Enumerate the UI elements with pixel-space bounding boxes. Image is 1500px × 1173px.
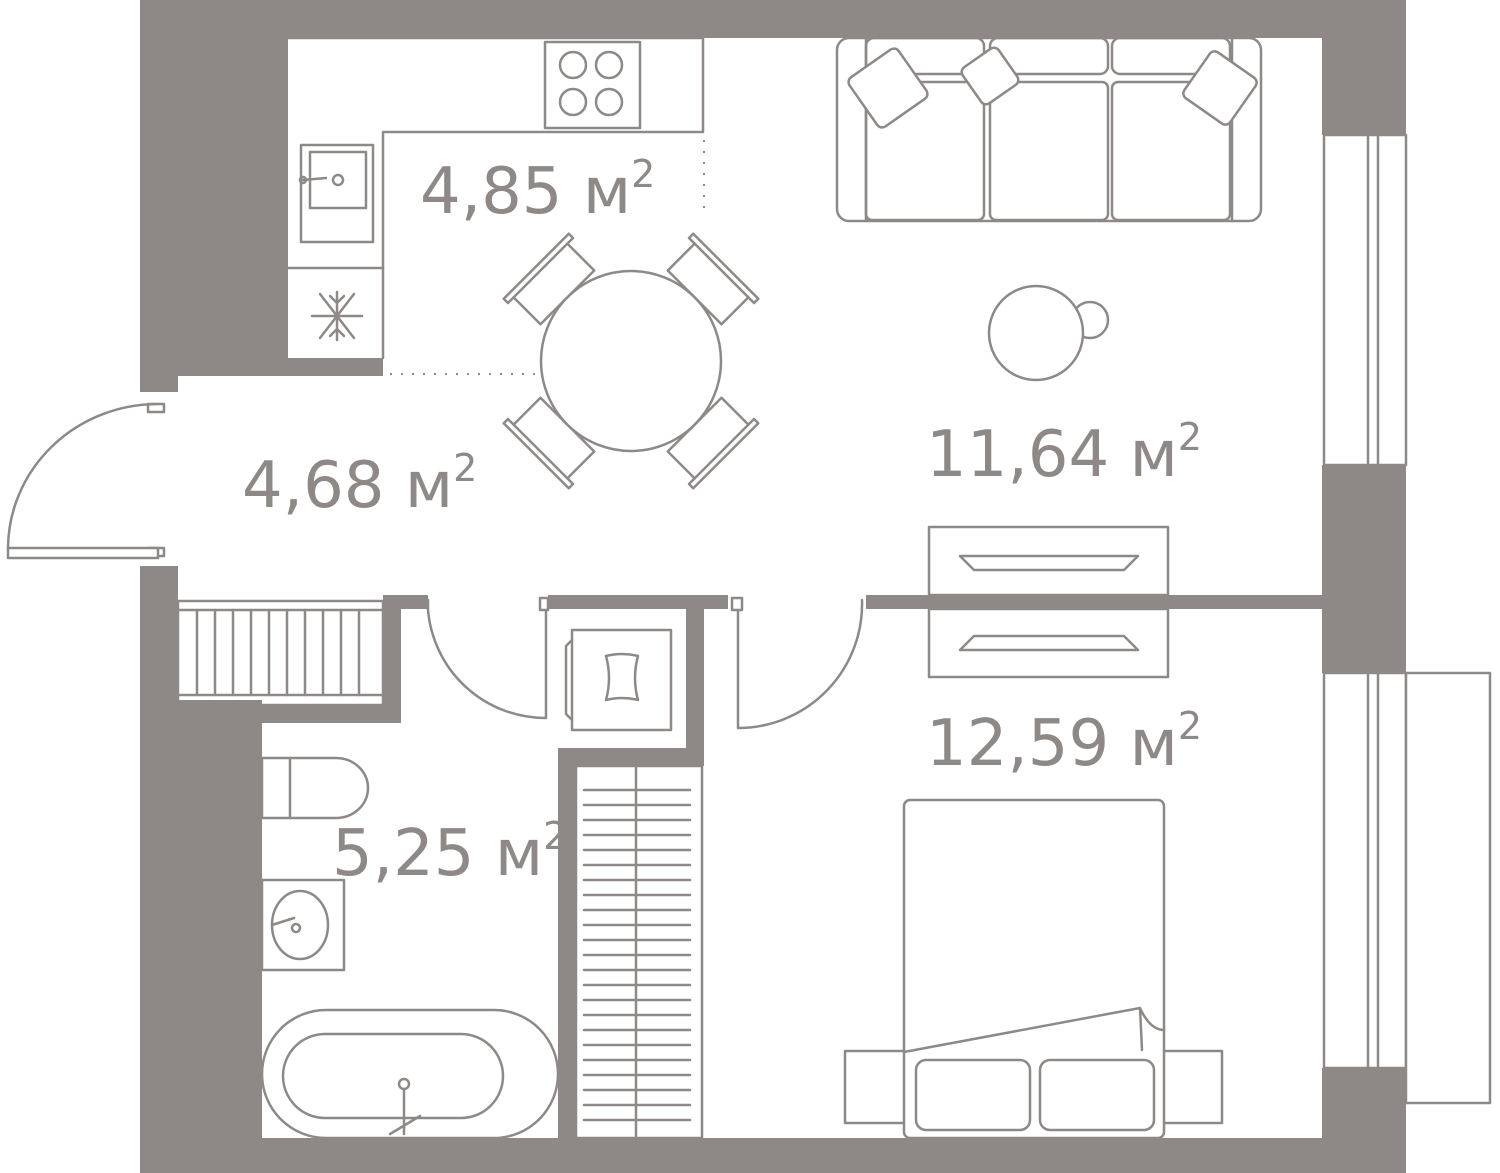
cushion — [847, 47, 929, 129]
kitchen-block — [178, 38, 288, 358]
area-value: 4,85 — [420, 155, 563, 229]
kitchen — [286, 36, 705, 375]
door-bath-jamb — [538, 596, 550, 612]
area-exponent: 2 — [1178, 704, 1202, 748]
wall-right-top — [1322, 0, 1406, 135]
area-value: 4,68 — [242, 449, 385, 523]
coffee-table-icon — [987, 284, 1110, 382]
snowflake-icon — [310, 290, 364, 342]
area-labels: 4,85 м2 4,68 м2 11,64 м2 12,59 м2 5,25 м… — [242, 152, 1202, 891]
wall-right-bottom — [1322, 1068, 1406, 1173]
balcony — [1404, 671, 1492, 1105]
sofa-icon — [835, 36, 1263, 223]
kitchen-counter — [286, 36, 705, 360]
doors — [6, 402, 864, 730]
door-bath — [426, 598, 548, 720]
stove-icon — [543, 40, 642, 130]
entrance-door — [6, 402, 166, 560]
washing-machine-icon — [564, 628, 673, 732]
wall-bath-right — [686, 595, 704, 765]
area-label-living: 11,64 м2 — [926, 415, 1202, 492]
kitchen-block-bottom — [178, 358, 383, 376]
area-label-bathroom: 5,25 м2 — [332, 814, 567, 891]
windows — [1322, 133, 1492, 1105]
area-unit: м — [583, 155, 631, 229]
bathroom — [260, 756, 560, 1140]
area-exponent: 2 — [543, 814, 567, 858]
wall-left-bath — [140, 700, 262, 1173]
area-exponent: 2 — [1178, 415, 1202, 459]
cushion — [960, 46, 1020, 106]
cushion — [1182, 50, 1258, 126]
area-value: 12,59 — [926, 707, 1109, 781]
wall-closet-right — [383, 595, 401, 723]
bathtub-icon — [260, 1008, 560, 1140]
entry-closet-icon — [176, 599, 385, 707]
area-unit: м — [1130, 707, 1178, 781]
window-living — [1322, 133, 1408, 467]
door-bedroom-jamb — [730, 596, 744, 612]
area-unit: м — [495, 817, 543, 891]
area-exponent: 2 — [453, 446, 477, 490]
dining-table-icon — [502, 232, 760, 490]
wall-left-upper — [140, 0, 178, 392]
area-value: 5,25 — [332, 817, 475, 891]
wall-top — [140, 0, 1406, 38]
area-unit: м — [1130, 418, 1178, 492]
wardrobe-icon — [574, 764, 704, 1140]
bed-icon — [843, 798, 1224, 1140]
table-top — [539, 269, 723, 453]
walls — [140, 0, 1406, 1173]
area-unit: м — [405, 449, 453, 523]
area-label-hall: 4,68 м2 — [242, 446, 477, 523]
wall-closet-bottom — [178, 705, 401, 723]
wall-corridor-mid — [548, 595, 728, 609]
wall-bath-divider — [558, 748, 704, 766]
door-bedroom — [736, 598, 864, 730]
bath-sink-icon — [260, 878, 346, 972]
window-bedroom — [1322, 671, 1408, 1070]
area-label-bedroom: 12,59 м2 — [926, 704, 1202, 781]
dresser-icon — [927, 607, 1170, 679]
kitchen-sink-icon — [298, 143, 375, 244]
wall-right-mid — [1322, 465, 1406, 673]
wall-bedroom — [866, 595, 1322, 609]
area-label-kitchen: 4,85 м2 — [420, 152, 655, 229]
tv-unit-icon — [927, 525, 1170, 597]
wall-bottom — [140, 1138, 1406, 1173]
wall-bath-divider-v — [558, 748, 576, 1138]
area-value: 11,64 — [926, 418, 1109, 492]
toilet-icon — [260, 756, 370, 820]
area-exponent: 2 — [631, 152, 655, 196]
